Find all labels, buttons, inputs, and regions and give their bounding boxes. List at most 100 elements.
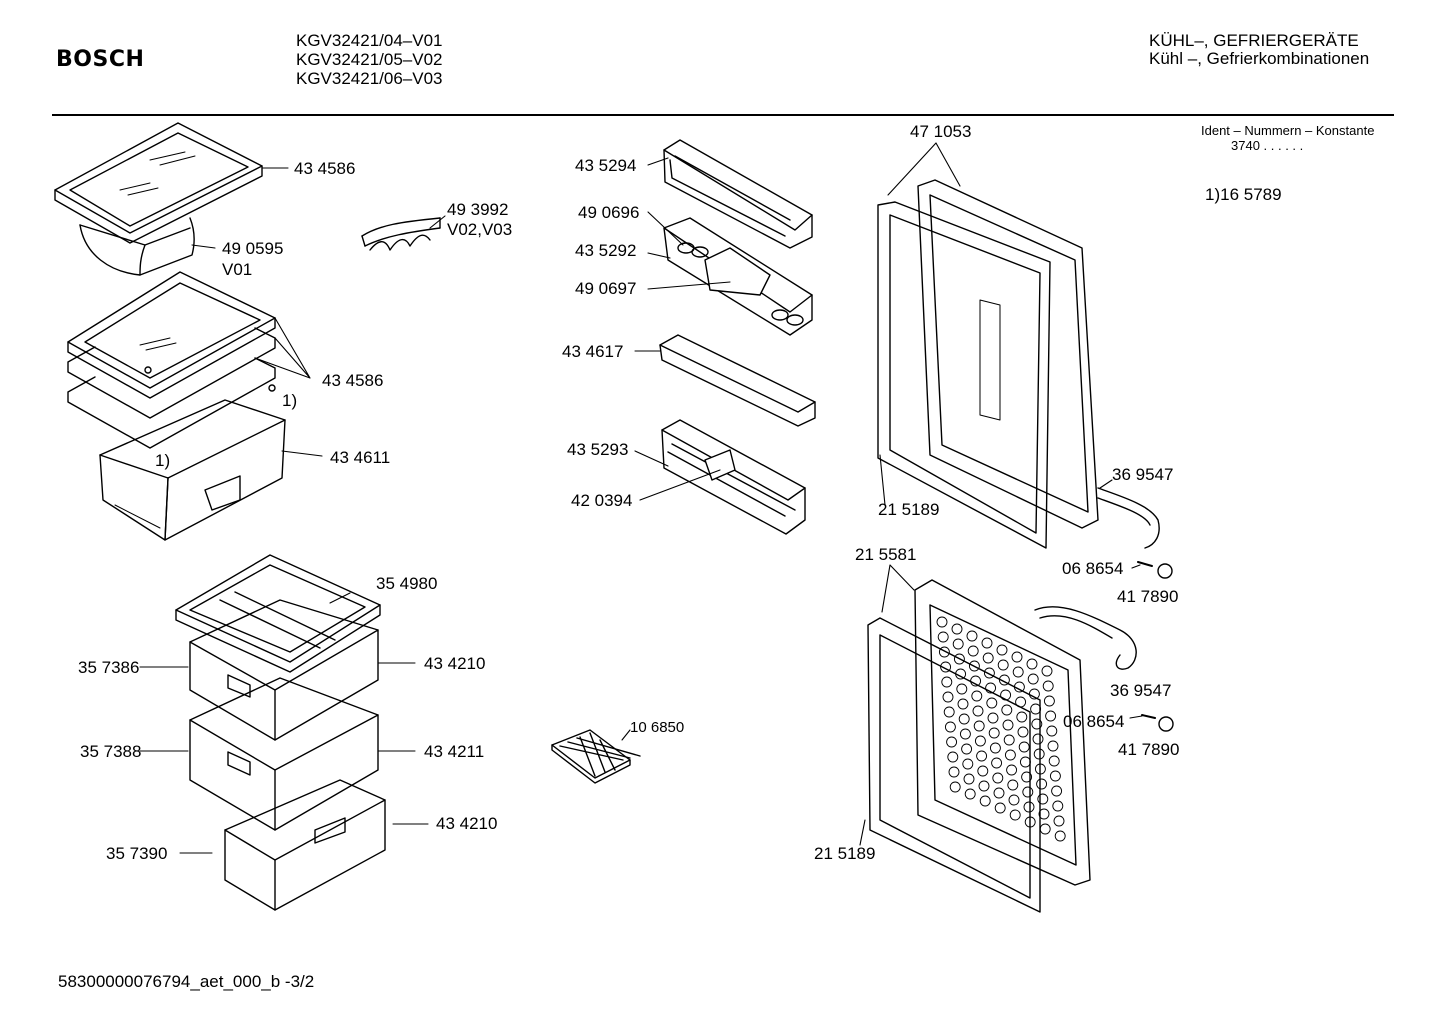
door-dimple: [992, 758, 1002, 768]
door-dimple: [937, 617, 947, 627]
door-dimple: [954, 654, 964, 664]
ident-title: Ident – Nummern – Konstante: [1201, 123, 1375, 138]
door-dimple: [941, 662, 951, 672]
document-id: 58300000076794_aet_000_b -3/2: [58, 972, 315, 991]
door-dimple: [1003, 720, 1013, 730]
door-dimple: [975, 736, 985, 746]
door-dimple: [1022, 772, 1032, 782]
door-dimple: [997, 645, 1007, 655]
door-dimple: [967, 631, 977, 641]
door-dimple: [1053, 801, 1063, 811]
bottle-rack-clip: [362, 218, 440, 250]
part-label: 43 5292: [575, 241, 637, 260]
part-label: 43 4586: [294, 159, 356, 178]
door-dimple: [964, 774, 974, 784]
leader-lines: [140, 143, 1142, 853]
door-dimple: [980, 796, 990, 806]
door-dimple: [962, 744, 972, 754]
door-dimple: [1055, 831, 1065, 841]
part-label: 43 4586: [322, 371, 384, 390]
door-dimple: [944, 707, 954, 717]
door-dimple: [1018, 727, 1028, 737]
door-handle-lower: [1035, 607, 1136, 669]
door-dimple: [1017, 712, 1027, 722]
door-dimple: [969, 661, 979, 671]
variant-label: V02,V03: [447, 220, 513, 239]
part-label: 35 4980: [376, 574, 438, 593]
fridge-door: [918, 180, 1098, 528]
door-dimple: [968, 646, 978, 656]
part-label: 43 4211: [424, 742, 485, 761]
crisper-bin: [100, 400, 285, 540]
door-dimple: [993, 773, 1003, 783]
freezer-drawer-2: [190, 678, 378, 830]
door-dimple: [987, 698, 997, 708]
freezer-drawer-3: [225, 780, 385, 910]
door-dimple: [1054, 816, 1064, 826]
part-label: 06 8654: [1062, 559, 1124, 578]
part-label: 49 3992: [447, 200, 509, 219]
door-dimple: [989, 728, 999, 738]
door-dimple: [978, 766, 988, 776]
brand-logo: BOSCH: [56, 47, 145, 72]
part-label: 36 9547: [1112, 465, 1174, 484]
door-dimple: [977, 751, 987, 761]
model-list: KGV32421/04–V01 KGV32421/05–V02 KGV32421…: [296, 31, 443, 88]
door-dimple: [1013, 667, 1023, 677]
glass-shelf-top: [55, 123, 262, 243]
door-dimple: [1050, 771, 1060, 781]
door-dimple: [982, 638, 992, 648]
part-label: 49 0595: [222, 239, 284, 258]
part-label: 49 0696: [578, 203, 640, 222]
door-dimple: [958, 699, 968, 709]
part-label: 43 4210: [436, 814, 498, 833]
door-dimple: [1038, 794, 1048, 804]
door-dimple: [1019, 742, 1029, 752]
door-dimple: [948, 752, 958, 762]
freezer-tray: [176, 555, 380, 672]
door-dimple: [983, 653, 993, 663]
door-dimple: [1028, 674, 1038, 684]
handle-screw-lower: [1142, 715, 1173, 731]
door-shelf-top: [664, 140, 812, 248]
door-dimple: [974, 721, 984, 731]
glass-shelves-stack: [68, 272, 275, 448]
door-dimple: [965, 789, 975, 799]
part-label: 36 9547: [1110, 681, 1172, 700]
fridge-door-gasket: [878, 202, 1050, 548]
door-dimple: [1023, 787, 1033, 797]
door-dimple: [949, 767, 959, 777]
freezer-drawer-1: [190, 600, 378, 740]
door-dimple: [1008, 780, 1018, 790]
model-number: KGV32421/04–V01: [296, 31, 443, 50]
door-dimple: [988, 713, 998, 723]
door-dimple: [1010, 810, 1020, 820]
part-label: 49 0697: [575, 279, 637, 298]
part-label: 21 5189: [878, 500, 940, 519]
door-dimple: [939, 647, 949, 657]
part-label: 10 6850: [630, 719, 685, 736]
door-dimple: [1052, 786, 1062, 796]
shelf-holder: [80, 218, 194, 275]
door-dimple: [1002, 705, 1012, 715]
door-shelf-narrow: [660, 335, 815, 426]
door-dimple: [1034, 749, 1044, 759]
door-dimple: [1005, 750, 1015, 760]
door-dimple: [999, 675, 1009, 685]
door-dimple: [972, 691, 982, 701]
door-dimple: [1033, 734, 1043, 744]
part-label: 43 4611: [330, 448, 391, 467]
part-label: 21 5581: [855, 545, 917, 564]
handle-screw-upper: [1138, 562, 1172, 578]
door-dimple: [942, 677, 952, 687]
door-dimple: [1049, 756, 1059, 766]
part-label: 42 0394: [571, 491, 633, 510]
door-dimple: [952, 624, 962, 634]
door-dimple: [994, 788, 1004, 798]
door-dimple: [943, 692, 953, 702]
part-label: 47 1053: [910, 122, 972, 141]
door-dimple: [984, 668, 994, 678]
door-dimple: [950, 782, 960, 792]
category-subtitle: Kühl –, Gefrierkombinationen: [1149, 49, 1370, 68]
door-dimple: [1039, 809, 1049, 819]
